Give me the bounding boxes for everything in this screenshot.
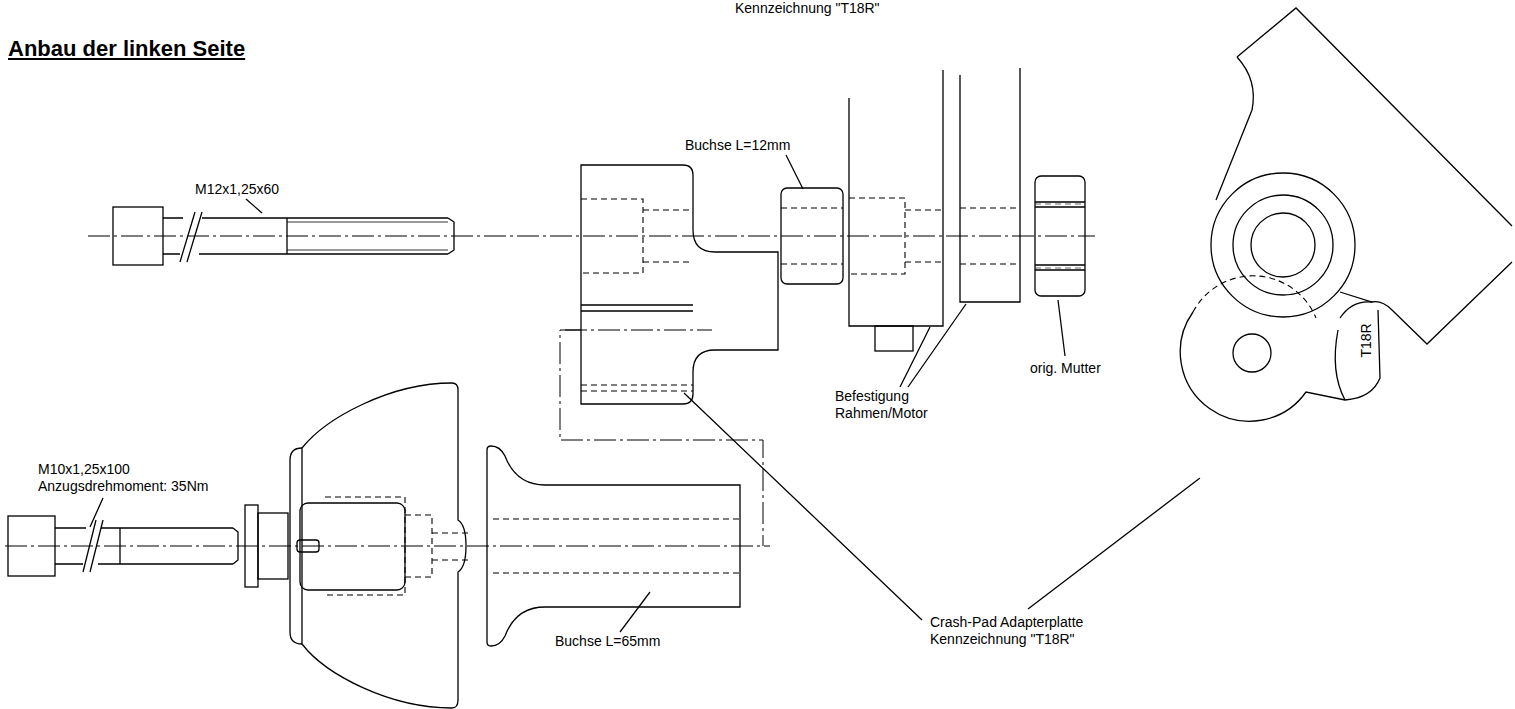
bush-65: [493, 519, 740, 573]
bush-65: [487, 446, 740, 646]
adapter-plate-view: [1233, 334, 1271, 372]
nut: [1035, 204, 1085, 268]
part-marking: T18R: [1357, 323, 1374, 357]
frame-plate: [960, 68, 1020, 302]
crash-pad: [290, 383, 470, 708]
center-line: [565, 330, 712, 331]
leader-line: [1058, 300, 1065, 356]
washer: [245, 505, 288, 587]
nut: [1035, 176, 1085, 296]
bush-12: [781, 188, 843, 284]
part-label: Buchse L=65mm: [555, 633, 660, 650]
adapter-plate-view: [1233, 195, 1333, 295]
part-label: Buchse L=12mm: [685, 137, 790, 154]
center-line: [560, 330, 763, 546]
nut: [1035, 202, 1085, 270]
center-line: [5, 236, 1095, 546]
adapter-plate: [581, 385, 693, 391]
crash-pad: [300, 503, 405, 590]
adapter-plate: [581, 199, 693, 273]
bolt-m12: [180, 212, 202, 262]
leader-line: [684, 393, 1200, 620]
nut: [1035, 176, 1085, 296]
adapter-plate-view: [1251, 213, 1315, 277]
frame-plate: [849, 198, 943, 274]
adapter-plate-view: [1211, 173, 1355, 317]
crash-pad: [297, 540, 319, 552]
bolt-m10: [233, 528, 238, 564]
adapter-plate-view: [1180, 8, 1512, 421]
adapter-plate: [581, 165, 778, 404]
adapter-plate: [581, 165, 778, 404]
adapter-plate-view: [1180, 310, 1380, 421]
frame-plate: [960, 208, 1020, 264]
part-label: Kennzeichnung "T18R": [735, 0, 880, 17]
bolt-m10: [55, 528, 233, 564]
crash-pad: [302, 383, 466, 708]
part-label: Anzugsdrehmoment: 35Nm: [38, 478, 208, 495]
bolt-m10: [8, 516, 238, 576]
bush-65: [487, 446, 740, 646]
washer: [258, 513, 288, 579]
frame-plate: [875, 326, 913, 351]
bolt-m10: [83, 520, 103, 572]
leader-line: [900, 304, 966, 387]
part-label: Crash-Pad Adapterplatte Kennzeichnung "T…: [930, 614, 1110, 648]
leader-line: [620, 592, 650, 632]
part-label: M10x1,25x100: [38, 461, 130, 478]
part-label: Befestigung Rahmen/Motor: [835, 388, 939, 422]
bolt-m12: [163, 218, 448, 254]
leader-line: [90, 498, 103, 527]
bolt-m10: [8, 516, 55, 576]
leader-line: [246, 199, 262, 213]
crash-pad: [325, 497, 470, 595]
part-label: M12x1,25x60: [195, 181, 279, 198]
adapter-plate: [581, 305, 693, 311]
leader-line: [90, 155, 1200, 632]
bush-12: [781, 188, 843, 284]
bolt-m12: [113, 207, 163, 265]
bolt-m10: [119, 528, 120, 564]
center-line: [88, 236, 1095, 237]
washer: [245, 505, 258, 587]
frame-plate: [849, 70, 943, 326]
bolt-m12: [113, 207, 454, 265]
bolt-m12: [286, 218, 287, 254]
adapter-plate-view: [1237, 8, 1512, 226]
drawing-title: Anbau der linken Seite: [8, 36, 245, 62]
leader-line: [786, 155, 803, 189]
bush-12: [781, 208, 843, 264]
part-label: orig. Mutter: [1030, 360, 1101, 377]
adapter-plate-view: [1216, 57, 1253, 200]
bolt-m12: [287, 222, 448, 250]
bolt-m12: [448, 218, 454, 254]
adapter-plate-view: [1193, 276, 1316, 318]
frame-plate: [849, 68, 1020, 351]
